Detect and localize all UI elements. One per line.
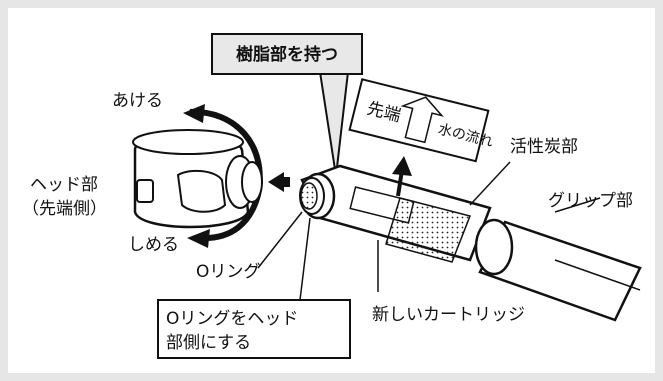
leader-callout-bottom: [299, 217, 311, 301]
label-akeru: あける: [112, 91, 163, 111]
label-shimeru: しめる: [128, 235, 179, 255]
callout-text: 樹脂部を持つ: [236, 44, 338, 65]
lift-arrow-head: [392, 156, 412, 176]
new-cartridge: [299, 164, 492, 263]
label-head: ヘッド部: [30, 175, 98, 195]
rotation-arrow-head-bottom: [187, 229, 210, 248]
head-button: [136, 179, 154, 203]
label-grip: グリップ部: [548, 191, 633, 211]
resin-part-callout: 樹脂部を持つ: [211, 33, 363, 177]
insert-arrow-head: [268, 172, 284, 192]
label-activated-carbon: 活性炭部: [510, 137, 578, 157]
oring-callout-line2: 部側にする: [166, 333, 251, 353]
flow-arrow-icon: [400, 96, 444, 144]
label-head-tip: （先端側）: [22, 199, 107, 219]
label-new-cartridge: 新しいカートリッジ: [372, 305, 525, 325]
label-o-ring: Oリング: [196, 262, 260, 282]
head-part: [132, 129, 263, 229]
callout-box: [211, 33, 363, 75]
oring-callout-line1: Oリングをヘッド: [166, 309, 298, 329]
oring-callout-box: [157, 299, 351, 359]
leader-o-ring: [257, 211, 303, 269]
activated-carbon-section: [385, 197, 472, 263]
grip-part: [474, 218, 642, 322]
cartridge-inlet-holes: [300, 182, 318, 210]
leader-activated-carbon: [469, 161, 511, 206]
insert-arrow-dash-1: [284, 177, 290, 187]
leader-grip: [554, 197, 601, 213]
rotation-arrow-head-top: [183, 104, 205, 123]
callout-pointer: [318, 71, 350, 177]
flow-tag: 先端 水の流れ: [348, 78, 495, 163]
oring-callout: Oリングをヘッド 部側にする: [157, 299, 351, 359]
